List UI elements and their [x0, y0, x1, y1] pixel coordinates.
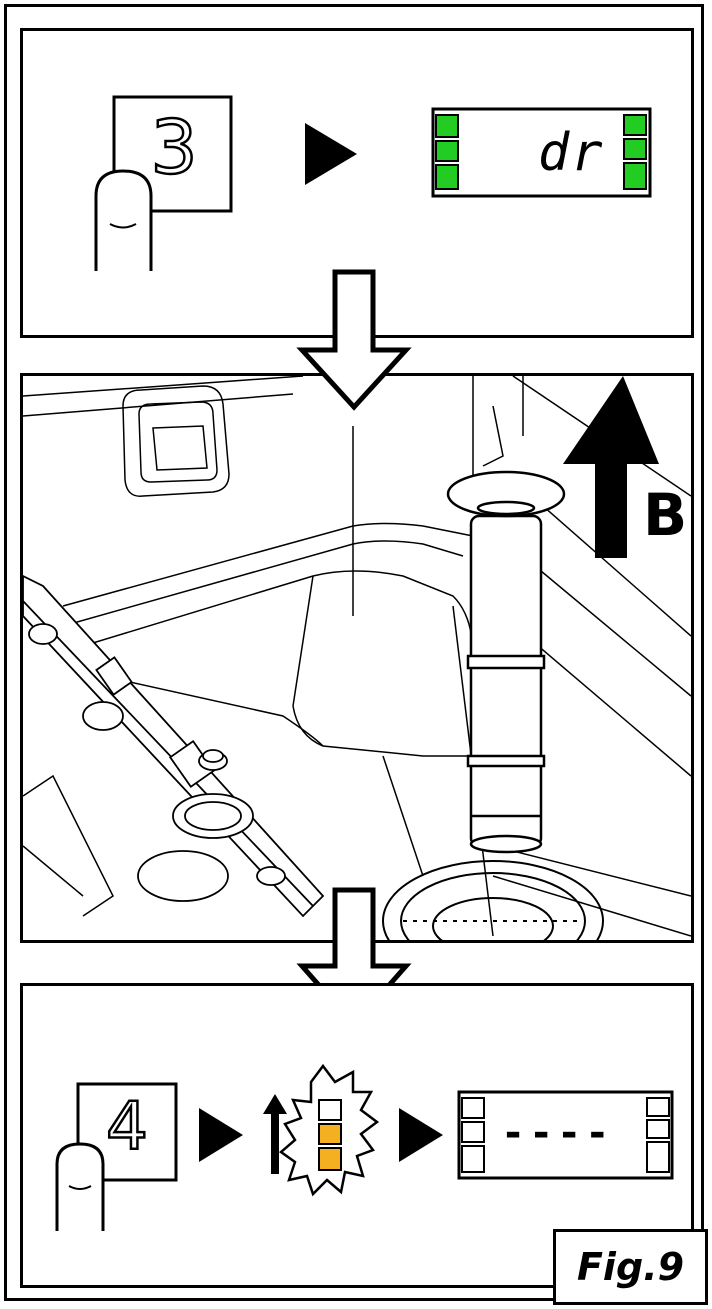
led-indicators-left	[435, 114, 459, 190]
lcd-display-bottom	[457, 1090, 674, 1180]
figure-label-box: Fig.9	[553, 1229, 708, 1305]
display-code-bottom: ----	[501, 1110, 614, 1156]
drain-sump	[382, 860, 604, 940]
play-arrow-icon	[305, 123, 357, 185]
filter-cylinder	[446, 470, 566, 854]
led-stack	[318, 1099, 342, 1171]
direction-label-b: B	[643, 481, 688, 549]
hollow-down-arrow-icon	[296, 269, 412, 411]
led-indicators-left	[461, 1097, 485, 1173]
key-4-label: 4	[105, 1088, 150, 1165]
play-arrow-icon	[199, 1108, 243, 1162]
step-bottom-art	[55, 1063, 674, 1231]
figure-label: Fig.9	[576, 1245, 685, 1289]
led-indicators-right	[646, 1097, 670, 1173]
figure-frame	[4, 4, 704, 1301]
step-top-art	[94, 95, 652, 271]
finger-press-icon	[55, 1142, 105, 1231]
play-arrow-icon	[399, 1108, 443, 1162]
key-3-label: 3	[149, 105, 199, 191]
led-indicators-right	[623, 114, 647, 190]
finger-press-icon	[94, 169, 153, 271]
lcd-display-top	[431, 107, 652, 198]
up-arrow-icon	[263, 1094, 287, 1174]
dishwasher-tank-illustration	[23, 376, 691, 940]
up-arrow-icon	[563, 376, 659, 558]
display-code-top: dr	[538, 123, 605, 183]
